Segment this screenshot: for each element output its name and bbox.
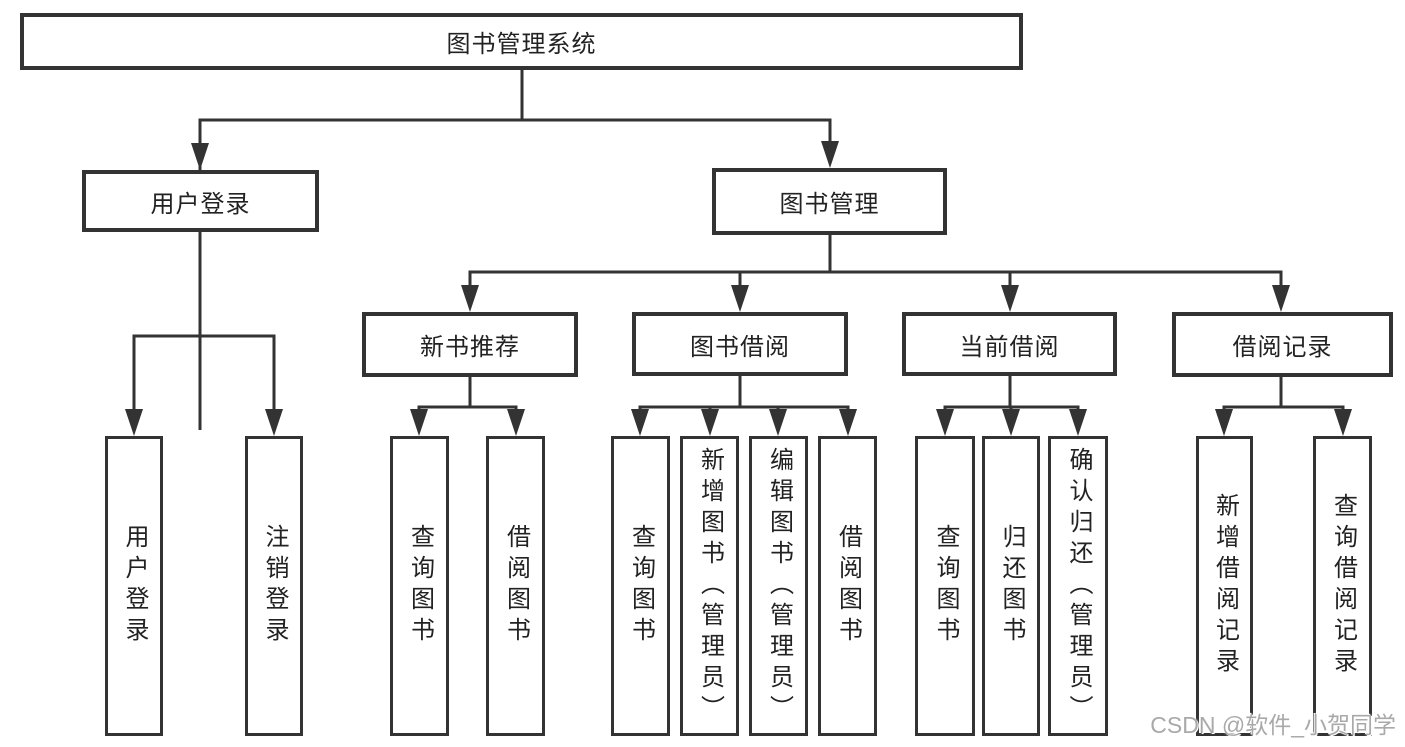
node-root: 图书管理系统 [20, 13, 1023, 70]
arrowheads [125, 141, 1352, 436]
leaf-records-query-borrow-record-label: 查询借阅记录 [1329, 493, 1357, 679]
leaf-current-return-books: 归还图书 [982, 436, 1040, 736]
leaf-borrow-add-books-admin-label: 新增图书（管理员） [696, 446, 724, 726]
leaf-logout-label: 注销登录 [261, 524, 288, 648]
leaf-current-query-books-label: 查询图书 [932, 524, 959, 648]
connector-current-split [943, 376, 1012, 430]
connector-borrow-split [638, 376, 742, 430]
watermark: CSDN @软件_小贺同学 [1150, 712, 1396, 738]
connector-user-login-right [198, 334, 276, 430]
node-user-login: 用户登录 [82, 170, 319, 232]
leaf-borrow-borrow-books-label: 借阅图书 [834, 524, 862, 648]
connector-book-management-right [828, 270, 1283, 306]
node-book-management: 图书管理 [712, 168, 947, 235]
leaf-recommend-borrow-books: 借阅图书 [486, 436, 545, 736]
connector-root-book-management [520, 118, 832, 162]
connector-book-management-split [468, 235, 832, 306]
node-new-book-recommend: 新书推荐 [362, 312, 578, 377]
leaf-borrow-borrow-books: 借阅图书 [818, 436, 877, 736]
node-current-borrow: 当前借阅 [902, 312, 1117, 376]
leaf-borrow-add-books-admin: 新增图书（管理员） [680, 436, 739, 736]
leaf-current-return-books-label: 归还图书 [998, 524, 1025, 648]
leaf-current-confirm-return-admin-label: 确认归还（管理员） [1065, 446, 1092, 726]
connector-records-split [1222, 377, 1283, 430]
leaf-borrow-query-books: 查询图书 [611, 436, 670, 736]
leaf-borrow-edit-books-admin: 编辑图书（管理员） [749, 436, 808, 736]
leaf-borrow-query-books-label: 查询图书 [627, 524, 655, 648]
leaf-user-login: 用户登录 [105, 436, 163, 736]
node-borrow-records: 借阅记录 [1172, 312, 1393, 377]
leaf-user-login-label: 用户登录 [121, 524, 148, 648]
leaf-current-query-books: 查询图书 [915, 436, 975, 736]
connector-recommend-split [417, 377, 472, 430]
leaf-borrow-edit-books-admin-label: 编辑图书（管理员） [765, 446, 793, 726]
node-book-borrow: 图书借阅 [632, 312, 848, 376]
connector-user-login-split [132, 232, 202, 430]
leaf-current-confirm-return-admin: 确认归还（管理员） [1048, 436, 1108, 736]
leaf-records-add-borrow-record-label: 新增借阅记录 [1211, 493, 1239, 679]
leaf-recommend-borrow-books-label: 借阅图书 [502, 524, 530, 648]
leaf-recommend-query-books-label: 查询图书 [406, 524, 434, 648]
leaf-records-add-borrow-record: 新增借阅记录 [1196, 436, 1253, 736]
leaf-records-query-borrow-record: 查询借阅记录 [1313, 436, 1372, 736]
leaf-logout: 注销登录 [245, 436, 303, 736]
leaf-recommend-query-books: 查询图书 [390, 436, 449, 736]
